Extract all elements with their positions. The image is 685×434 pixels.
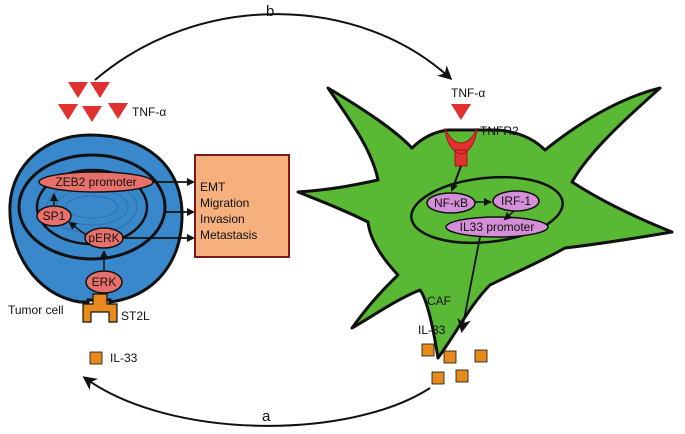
label-a: a: [262, 408, 271, 425]
tnf-alpha-label-right: TNF-α: [451, 86, 485, 100]
tnfr2-receptor: [444, 127, 478, 167]
irf1-node: IRF-1: [492, 190, 540, 212]
svg-text:IRF-1: IRF-1: [501, 194, 531, 208]
tnf-alpha-triangle-right: [451, 104, 471, 120]
perk-node: pERK: [84, 227, 124, 249]
il33-square-left: [89, 351, 103, 365]
tnf-alpha-triangles-left: [58, 82, 128, 122]
arrow-tnfr2-to-nfkb: [450, 165, 462, 192]
erk-node: ERK: [85, 270, 123, 294]
nfkb-node: NF-κB: [426, 192, 476, 214]
tnfr2-label: TNFR2: [480, 124, 519, 138]
arrow-perk-to-sp1: [68, 221, 87, 236]
sp1-node: SP1: [36, 205, 72, 227]
svg-text:ERK: ERK: [92, 275, 117, 289]
arrow-il33-promoter-to-secreted: [457, 236, 481, 333]
outcome-invasion: Invasion: [200, 212, 245, 226]
zeb2-promoter-node: ZEB2 promoter: [38, 171, 154, 193]
caf-label: CAF: [427, 294, 451, 308]
st2l-receptor: [82, 293, 118, 323]
il33-squares-right: [421, 343, 488, 385]
svg-text:pERK: pERK: [88, 231, 119, 245]
outcome-emt: EMT: [200, 180, 226, 194]
svg-text:ZEB2 promoter: ZEB2 promoter: [55, 175, 136, 189]
outcome-migration: Migration: [200, 196, 249, 210]
svg-text:IL33 promoter: IL33 promoter: [460, 220, 535, 234]
il33-label-left: IL-33: [110, 351, 138, 365]
outcome-box: [194, 154, 290, 258]
tnf-alpha-label-left: TNF-α: [132, 105, 166, 119]
arrow-b-arc: [94, 13, 453, 81]
svg-text:SP1: SP1: [43, 209, 66, 223]
svg-text:NF-κB: NF-κB: [434, 196, 468, 210]
il33-promoter-node: IL33 promoter: [445, 216, 549, 238]
outcome-metastasis: Metastasis: [200, 228, 257, 242]
label-b: b: [266, 3, 274, 20]
tumor-cell-label: Tumor cell: [8, 303, 64, 317]
arrow-irf1-to-il33-promoter: [503, 210, 515, 221]
st2l-label: ST2L: [121, 309, 150, 323]
il33-label-right: IL-33: [418, 323, 446, 337]
arrow-a-arc: [82, 376, 431, 427]
